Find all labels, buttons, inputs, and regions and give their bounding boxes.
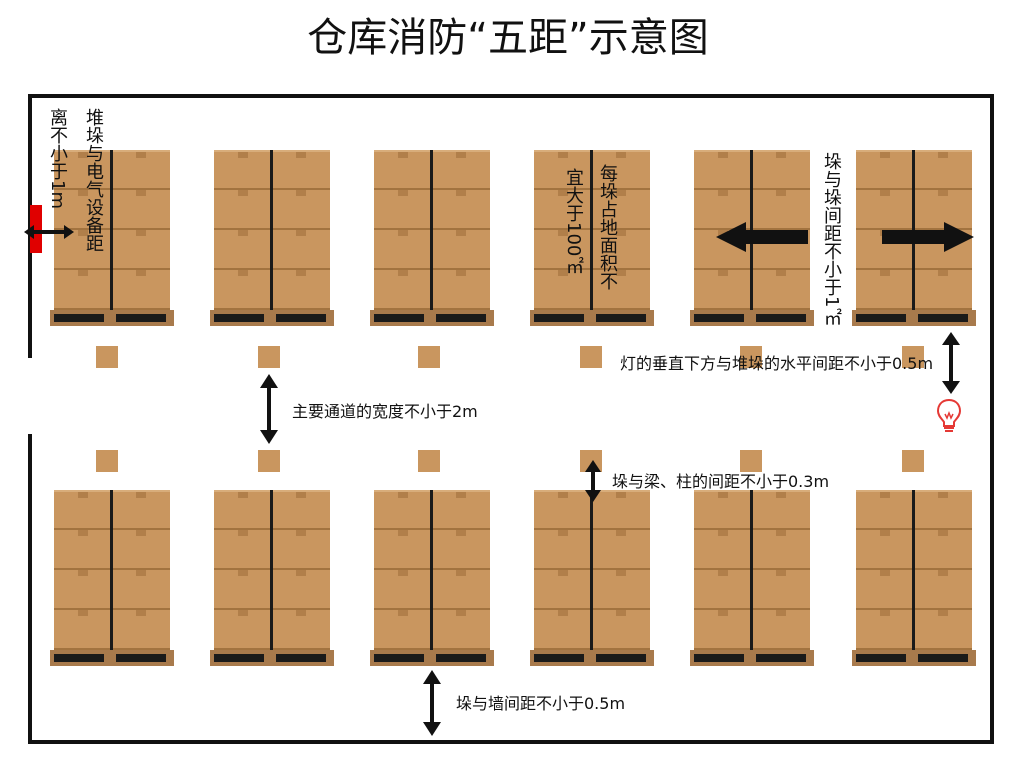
beam-column-distance-arrow (585, 460, 601, 502)
pallet (210, 310, 334, 326)
box-stack (214, 150, 330, 310)
area-limit-label-line1: 每垛占地面积不 (597, 164, 618, 290)
light-bulb-icon (936, 398, 962, 432)
wall-spacing-arrow (423, 670, 441, 736)
box-stack (856, 490, 972, 650)
column-post (258, 450, 280, 472)
pallet (852, 650, 976, 666)
box-stack (374, 150, 490, 310)
box-stack (54, 490, 170, 650)
column-post (96, 346, 118, 368)
column-post (740, 346, 762, 368)
page-title: 仓库消防“五距”示意图 (307, 15, 709, 61)
electrical-distance-label: 堆垛与电气设备距 (83, 108, 104, 252)
pallet-stack (530, 490, 654, 666)
door-opening (24, 358, 36, 434)
pallet (530, 310, 654, 326)
box-stack (374, 490, 490, 650)
pallet-stack (50, 150, 174, 326)
stack-spacing-label: 垛与垛间距不小于1㎡ (821, 152, 842, 326)
stack-spacing-right-arrow (882, 222, 974, 252)
pallet (690, 650, 814, 666)
beam-column-distance-label: 垛与梁、柱的间距不小于0.3m (612, 472, 830, 491)
pallet-stack (852, 490, 976, 666)
column-post (580, 346, 602, 368)
box-stack (694, 490, 810, 650)
area-limit-label-line2: 宜大于100㎡ (563, 168, 584, 275)
pallet-stack (50, 490, 174, 666)
main-aisle-arrow (260, 374, 278, 444)
electrical-distance-arrow (24, 225, 74, 239)
column-post (258, 346, 280, 368)
box-stack (54, 150, 170, 310)
pallet (50, 650, 174, 666)
pallet (530, 650, 654, 666)
wall-spacing-label: 垛与墙间距不小于0.5m (456, 694, 626, 713)
light-distance-arrow (942, 332, 960, 394)
main-aisle-label: 主要通道的宽度不小于2m (292, 402, 478, 421)
pallet (210, 650, 334, 666)
box-stack (534, 490, 650, 650)
stack-spacing-left-arrow (716, 222, 808, 252)
pallet-stack (530, 150, 654, 326)
box-stack (534, 150, 650, 310)
column-post (740, 450, 762, 472)
pallet-stack (690, 490, 814, 666)
pallet-stack (210, 490, 334, 666)
column-post (902, 346, 924, 368)
pallet (852, 310, 976, 326)
column-post (418, 450, 440, 472)
column-post (96, 450, 118, 472)
pallet-stack (210, 150, 334, 326)
wall-distance-label: 离不小于1m (47, 108, 68, 209)
pallet-stack (370, 150, 494, 326)
box-stack (214, 490, 330, 650)
column-post (418, 346, 440, 368)
electrical-equipment-marker (30, 205, 42, 253)
light-distance-label: 灯的垂直下方与堆垛的水平间距不小于0.5m (620, 354, 934, 373)
pallet (50, 310, 174, 326)
pallet (370, 650, 494, 666)
pallet (690, 310, 814, 326)
pallet (370, 310, 494, 326)
column-post (902, 450, 924, 472)
pallet-stack (370, 490, 494, 666)
